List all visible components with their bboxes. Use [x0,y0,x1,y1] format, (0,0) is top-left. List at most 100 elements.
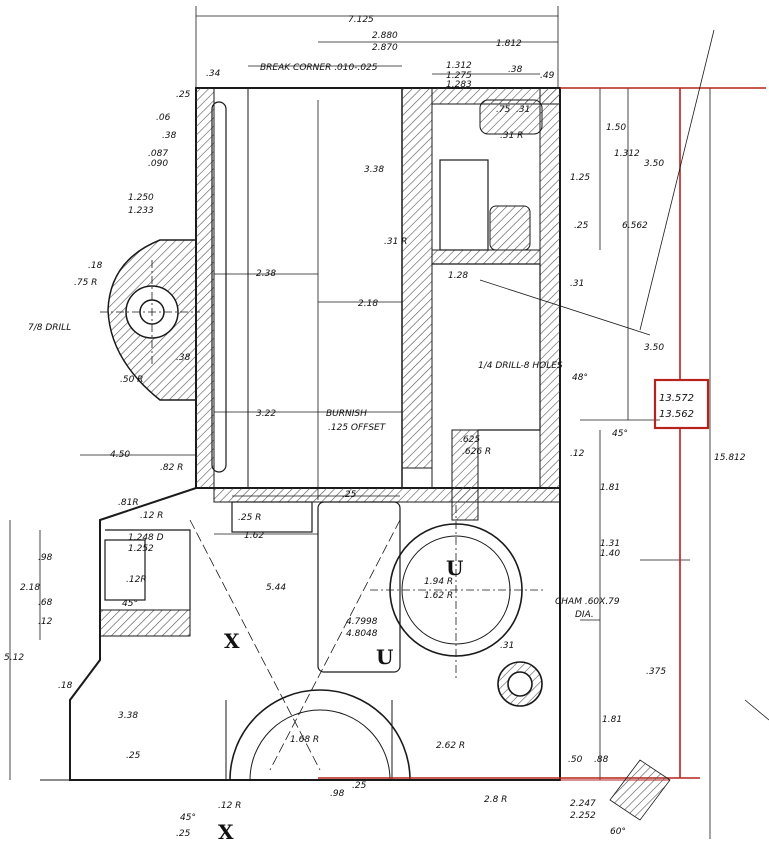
red-highlight [318,87,766,781]
inner-details [104,101,541,673]
center-dim-label: .12 R [218,801,241,811]
dim-w1-top: 2.880 [372,31,398,41]
right-dim-label: 2.8 R [484,795,507,805]
right-dim-label: 2.247 [570,799,596,809]
right-dim-label: .31 R [500,131,523,141]
left-dim-label: .06 [156,113,171,123]
left-dim-label: .75 R [74,278,97,288]
right-dim-label: 1.25 [570,173,590,183]
note-drill: 7/8 DRILL [28,323,71,333]
small-bore [507,671,533,697]
left-dim-label: 2.18 [20,583,40,593]
label-u-bore: U [446,556,463,580]
label-x-lower: X [218,820,234,839]
right-dim-label: .31 [500,641,514,651]
right-dim-label: 1.283 [446,80,472,90]
left-dim-label: 1.248 D [128,533,164,543]
floor-hatch [213,487,561,503]
left-dim-label: 1.252 [128,544,154,554]
note-offset: .125 OFFSET [328,423,387,433]
note-chamfer: CHAM .60X.79 [555,597,620,607]
dim-w1-bot: 2.870 [372,43,398,53]
dim-highlight-upper: 13.572 [659,393,694,404]
right-dim-label: .31 [516,105,530,115]
note-dia: DIA. [575,610,594,620]
left-dim-label: .98 [38,553,53,563]
left-dim-label: .18 [88,261,103,271]
left-dim-label: .12 [38,617,53,627]
upper-right-cavity [439,159,489,251]
left-dim-label: .82 R [160,463,183,473]
left-dim-label: 5.12 [4,653,24,663]
right-dim-label: 1.94 R [424,577,453,587]
left-dim-label: 45° [122,599,138,609]
center-dimension-labels: 3.382.382.183.22.25.25 R1.625.444.79984.… [218,165,384,811]
hatched-sections [99,87,561,637]
mid-right-cavity [432,263,541,431]
inner-pocket-hatch [489,205,531,251]
center-dim-label: 4.8048 [346,629,378,639]
center-web [317,501,401,673]
right-dim-label: .31 [570,279,584,289]
right-dim-label: .626 R [462,447,491,457]
right-dim-label: .50 [568,755,583,765]
left-dim-label: .12 R [140,511,163,521]
right-dim-label: 60° [610,827,626,837]
left-dim-label: .50 R [120,375,143,385]
right-dim-label: 1.312 [446,61,472,71]
part-outline [40,87,561,781]
left-slot [211,101,227,473]
left-dim-label: .25 [176,829,191,839]
sketch-lines [479,29,769,821]
left-dim-label: .25 [176,90,191,100]
center-dim-label: .25 [342,490,357,500]
bottom-arc [189,519,411,781]
left-lug [100,239,200,401]
center-dim-label: 4.7998 [346,617,378,627]
right-dim-label: .375 [646,667,666,677]
label-x-upper: X [224,629,240,653]
left-dim-label: .087 [148,149,168,159]
right-dim-label: 1.62 R [424,591,453,601]
note-break-corner: BREAK CORNER .010-.025 [260,63,378,73]
right-dim-label: .25 [574,221,589,231]
center-dim-label: 5.44 [266,583,286,593]
left-dim-label: 1.250 [128,193,154,203]
left-flange-hatch [99,609,191,637]
center-dim-label: 1.68 R [290,735,319,745]
right-dim-label: .38 [508,65,523,75]
label-u-web: U [376,645,393,669]
right-dim-label: .625 [460,435,480,445]
right-dim-label: 45° [612,429,628,439]
center-dim-label: .25 [352,781,367,791]
left-dim-label: .38 [176,353,191,363]
main-bore [370,505,545,707]
right-dim-label: .31 R [384,237,407,247]
left-bore [104,539,146,601]
note-drill-holes: 1/4 DRILL-8 HOLES [478,361,563,371]
left-dim-label: .18 [58,681,73,691]
center-dim-label: .25 R [238,513,261,523]
right-dim-label: 1.312 [614,149,640,159]
right-dim-label: 48° [572,373,588,383]
center-dim-label: 2.18 [358,299,378,309]
right-dim-label: 6.562 [622,221,648,231]
right-dim-label: 15.812 [714,453,746,463]
center-dim-label: 2.38 [256,269,276,279]
dim-highlight-lower: 13.562 [659,409,694,420]
left-wall-hatch [195,87,215,489]
section-arrow [609,759,671,821]
right-dim-label: .75 [496,105,511,115]
left-dim-label: 4.50 [110,450,130,460]
note-burnish: BURNISH [326,409,367,419]
right-dim-label: 1.28 [448,271,468,281]
dimension-lines [9,6,711,839]
center-wall-hatch [401,87,433,469]
right-dim-label: .49 [540,71,555,81]
left-dim-label: .68 [38,598,53,608]
right-dim-label: .12 [570,449,585,459]
red-dimension-box [653,378,710,430]
right-dim-label: 2.252 [570,811,596,821]
